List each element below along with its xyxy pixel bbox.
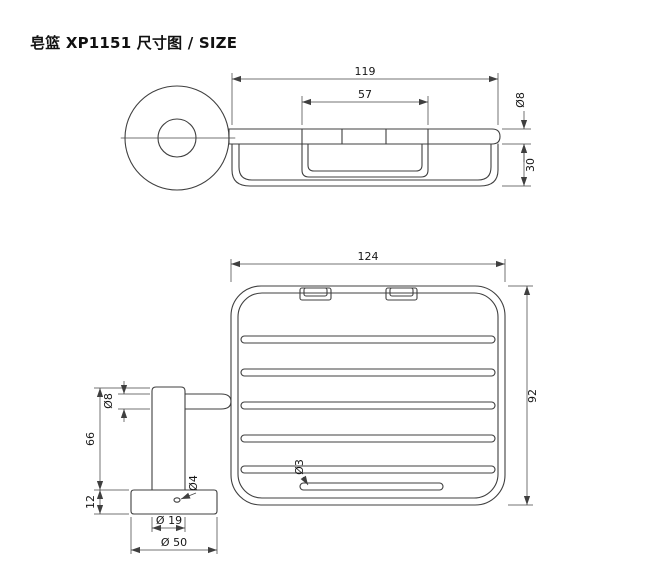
dim-plan-depth-label: 92 [526,389,539,403]
dim-base-height-label: 12 [84,495,97,509]
leader-hole-diameter [180,492,197,500]
dim-post-height-label: 66 [84,432,97,446]
side-view: 119 57 Ø8 30 [120,65,537,191]
dim-post-diameter-label: Ø 19 [156,514,182,527]
dim-handle-width-label: 57 [358,88,372,101]
leader-wire-diameter [300,475,309,486]
basket-rim-inner [237,292,499,499]
wire-bar [240,368,496,377]
dim-bar-diameter-label: Ø8 [514,92,527,108]
plan-view-dimensions: 124 92 Ø3 [230,250,539,506]
dim-hole-diameter-label: Ø4 [187,475,200,491]
page-title: 皂篮 XP1151 尺寸图 / SIZE [30,34,238,52]
handle-profile-inner [307,143,423,172]
base-screw-hole [173,497,181,503]
dim-base-diameter-label: Ø 50 [161,536,187,549]
basket-profile-inner [238,143,492,181]
post-base [130,489,218,515]
post-view-dimensions: Ø8 66 12 Ø4 Ø 19 [84,381,218,554]
dim-arm-diameter-label: Ø8 [102,393,115,409]
wire-bar [240,434,496,443]
dim-overall-width-label: 119 [355,65,376,78]
mount-clip-inner [303,287,328,297]
plan-view: 124 92 Ø3 [230,250,539,506]
mount-clip [299,287,332,301]
basket-rim-outer [230,285,506,506]
mount-clip-inner [389,287,414,297]
side-view-dimensions: 119 57 Ø8 30 [231,65,537,187]
post-view: Ø8 66 12 Ø4 Ø 19 [84,381,232,554]
wire-bar [240,465,496,474]
wire-bar [240,335,496,344]
wire-bar-short [299,482,444,491]
wire-bar [240,401,496,410]
mount-clip [385,287,418,301]
dim-wire-diameter-label: Ø3 [293,459,306,475]
dim-basket-height-label: 30 [524,158,537,172]
basket-profile-outer [231,143,499,187]
post-arm [184,393,232,410]
dim-plan-width-label: 124 [358,250,379,263]
support-bar [228,128,501,145]
handle-profile-outer [301,143,429,178]
post-body [151,386,186,491]
